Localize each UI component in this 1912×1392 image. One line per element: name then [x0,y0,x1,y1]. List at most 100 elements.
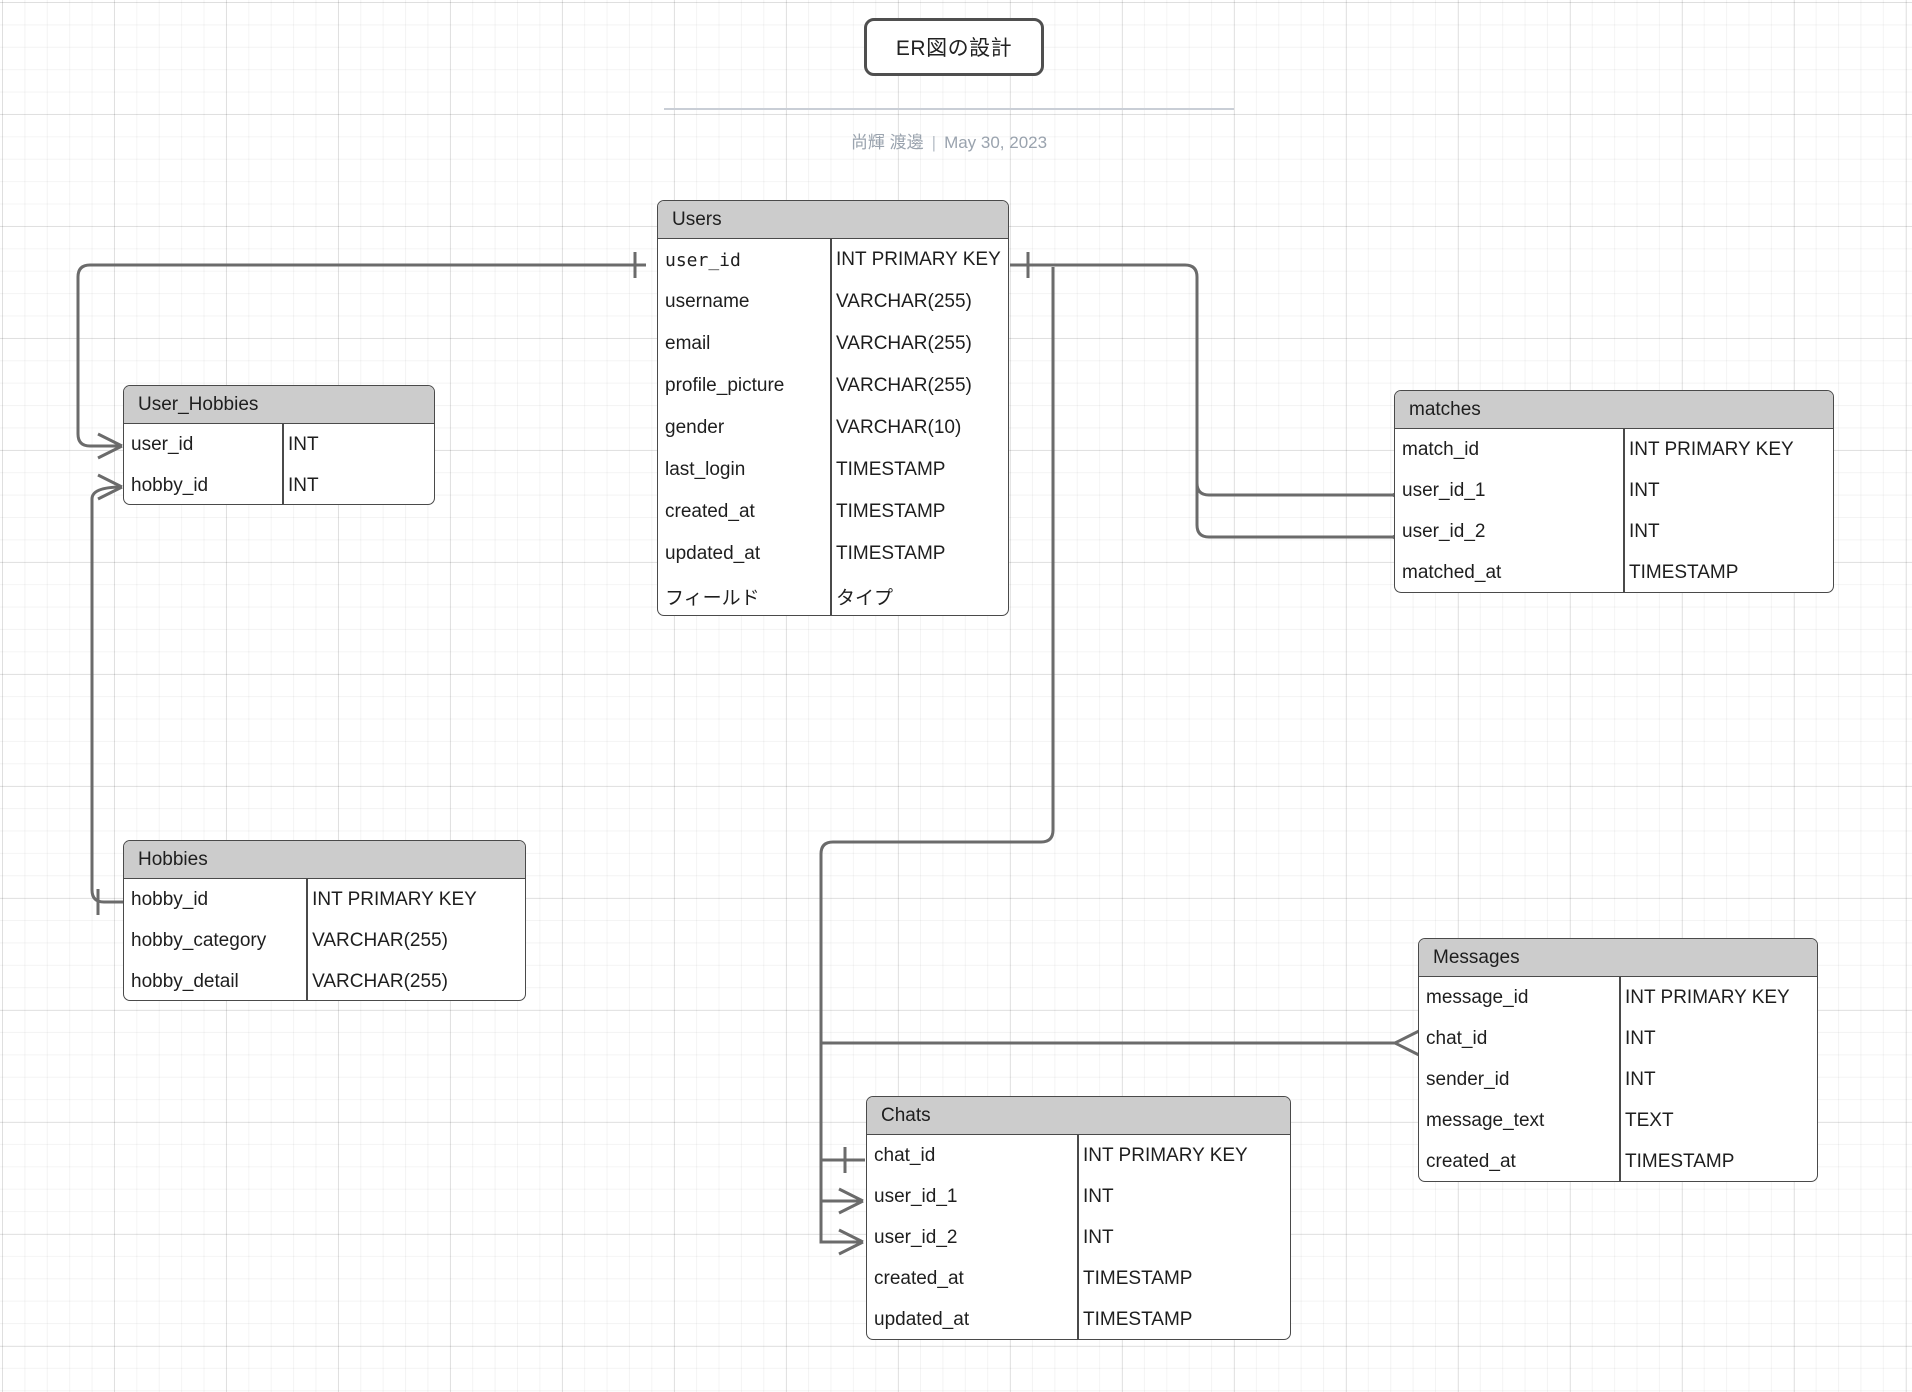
column-divider [830,239,832,615]
title-divider [664,108,1234,110]
table-row[interactable]: user_id_2 INT [1395,511,1833,552]
field-type: TIMESTAMP [1083,1308,1193,1330]
byline: 尚輝 渡邊|May 30, 2023 [664,128,1234,153]
table-row[interactable]: created_at TIMESTAMP [867,1258,1290,1299]
field-name: user_id [131,433,194,455]
wire-users-to-matches-2 [1195,483,1393,539]
field-type: INT [287,433,319,455]
field-type: INT PRIMARY KEY [312,888,477,910]
table-row[interactable]: chat_id INT [1419,1018,1817,1059]
field-type: INT [1628,479,1660,501]
diagram-title-box: ER図の設計 [864,18,1044,76]
document-date: May 30, 2023 [944,133,1048,152]
entity-table-hobbies-body: hobby_id INT PRIMARY KEY hobby_category … [124,879,525,1000]
entity-table-users-title: Users [672,208,722,230]
field-name: updated_at [874,1308,970,1330]
field-type: VARCHAR(10) [836,417,962,438]
field-name: user_id_2 [1402,520,1486,542]
field-type: VARCHAR(255) [836,291,972,312]
entity-table-messages[interactable]: Messages message_id INT PRIMARY KEY chat… [1418,938,1818,1182]
field-name: user_id_2 [874,1226,958,1248]
table-row[interactable]: created_at TIMESTAMP [658,491,1008,533]
table-row[interactable]: profile_picture VARCHAR(255) [658,365,1008,407]
table-row[interactable]: hobby_id INT [124,465,434,504]
table-row[interactable]: hobby_detail VARCHAR(255) [124,961,525,1000]
table-row[interactable]: user_id_2 INT [867,1217,1290,1258]
field-name: match_id [1402,438,1480,460]
table-row[interactable]: username VARCHAR(255) [658,281,1008,323]
entity-table-user-hobbies[interactable]: User_Hobbies user_id INT hobby_id INT [123,385,435,505]
crowfoot-chats-userid1 [838,1187,864,1215]
table-row[interactable]: user_id INT PRIMARY KEY [658,239,1008,281]
field-name: message_text [1426,1109,1545,1131]
entity-table-users[interactable]: Users user_id INT PRIMARY KEY username V… [657,200,1009,616]
field-type: INT [1625,1027,1656,1049]
field-type: INT PRIMARY KEY [836,249,1001,270]
entity-table-matches-title: matches [1409,398,1481,420]
field-type: TEXT [1625,1109,1674,1131]
field-name: matched_at [1402,561,1502,583]
entity-table-matches[interactable]: matches match_id INT PRIMARY KEY user_id… [1394,390,1834,593]
field-type: TIMESTAMP [1083,1267,1193,1289]
table-row[interactable]: user_id_1 INT [867,1176,1290,1217]
field-name: hobby_id [131,888,209,910]
entity-table-user-hobbies-body: user_id INT hobby_id INT [124,424,434,504]
entity-table-chats[interactable]: Chats chat_id INT PRIMARY KEY user_id_1 … [866,1096,1291,1340]
entity-table-chats-body: chat_id INT PRIMARY KEY user_id_1 INT us… [867,1135,1290,1339]
table-row[interactable]: chat_id INT PRIMARY KEY [867,1135,1290,1176]
table-row[interactable]: last_login TIMESTAMP [658,449,1008,491]
entity-table-messages-body: message_id INT PRIMARY KEY chat_id INT s… [1419,977,1817,1181]
field-name: フィールド [665,587,760,609]
entity-table-messages-title: Messages [1433,946,1520,968]
entity-table-users-header: Users [658,201,1008,239]
table-row[interactable]: email VARCHAR(255) [658,323,1008,365]
field-name: email [665,333,711,354]
table-row[interactable]: フィールド タイプ [658,575,1008,615]
field-name: chat_id [874,1144,936,1166]
field-name: message_id [1426,986,1529,1008]
field-type: INT [1083,1226,1114,1248]
table-row[interactable]: user_id_1 INT [1395,470,1833,511]
wire-into-chats-userid2 [819,1201,863,1244]
field-name: updated_at [665,543,761,564]
table-row[interactable]: created_at TIMESTAMP [1419,1141,1817,1181]
table-row[interactable]: matched_at TIMESTAMP [1395,552,1833,592]
field-name: hobby_category [131,929,267,951]
entity-table-hobbies[interactable]: Hobbies hobby_id INT PRIMARY KEY hobby_c… [123,840,526,1001]
entity-table-user-hobbies-header: User_Hobbies [124,386,434,424]
table-row[interactable]: hobby_id INT PRIMARY KEY [124,879,525,920]
author-name: 尚輝 渡邊 [850,133,924,152]
field-type: TIMESTAMP [836,501,946,522]
field-name: username [665,291,750,312]
table-row[interactable]: updated_at TIMESTAMP [658,533,1008,575]
page-title: ER図の設計 [895,37,1013,60]
crowfoot-userhobbies-hobbyid [97,473,123,501]
table-row[interactable]: sender_id INT [1419,1059,1817,1100]
table-row[interactable]: message_text TEXT [1419,1100,1817,1141]
entity-table-chats-title: Chats [881,1104,931,1126]
crowfoot-userhobbies-userid [97,432,123,460]
field-type: INT PRIMARY KEY [1625,986,1790,1008]
table-row[interactable]: hobby_category VARCHAR(255) [124,920,525,961]
table-row[interactable]: updated_at TIMESTAMP [867,1299,1290,1339]
table-row[interactable]: match_id INT PRIMARY KEY [1395,429,1833,470]
table-row[interactable]: user_id INT [124,424,434,465]
crowfoot-chats-userid2 [838,1228,864,1256]
entity-table-users-body: user_id INT PRIMARY KEY username VARCHAR… [658,239,1008,615]
field-name: profile_picture [665,375,785,396]
field-type: INT [287,474,319,496]
field-type: INT PRIMARY KEY [1628,438,1794,460]
entity-table-matches-body: match_id INT PRIMARY KEY user_id_1 INT u… [1395,429,1833,592]
column-divider [1623,429,1625,592]
table-row[interactable]: message_id INT PRIMARY KEY [1419,977,1817,1018]
field-type: TIMESTAMP [1625,1150,1735,1172]
entity-table-messages-header: Messages [1419,939,1817,977]
field-name: sender_id [1426,1068,1510,1090]
table-row[interactable]: gender VARCHAR(10) [658,407,1008,449]
wire-into-chats-userid1 [819,1160,863,1203]
field-type: TIMESTAMP [836,543,946,564]
column-divider [1077,1135,1079,1339]
wire-hobbies-to-userhobbies [90,485,125,904]
entity-table-hobbies-header: Hobbies [124,841,525,879]
field-type: INT [1625,1068,1656,1090]
